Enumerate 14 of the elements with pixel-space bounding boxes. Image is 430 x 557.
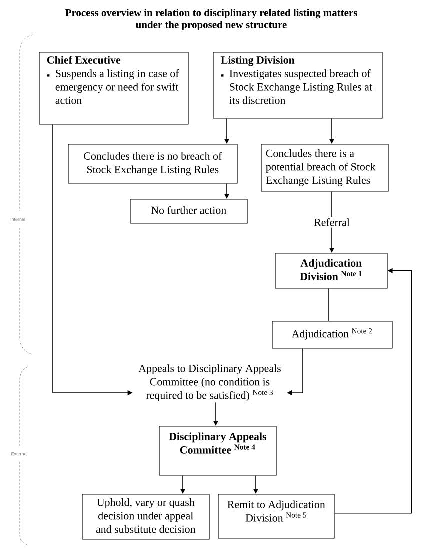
process-box: Remit to Adjudication Division $^{Note 5}$ xyxy=(218,494,335,539)
edge-label: Referral xyxy=(312,217,352,228)
title: Process overview in relation to disciplinary related listing matters under the proposed new structure xyxy=(66,9,358,31)
flow-text: Appeals to Disciplinary Appeals Committee (no condition is required to be satisfied) $^{Note 3}$ xyxy=(138,364,281,402)
connector-line xyxy=(328,288,330,322)
process-box: Listing Division Investigates suspected breach of Stock Exchange Listing Rules at its discretion xyxy=(213,52,383,119)
process-box: Adjudication Division $^{Note 1}$ xyxy=(275,253,388,289)
process-box: Concludes there is no breach of Stock Exchange Listing Rules xyxy=(68,144,238,184)
process-box: Uphold, vary or quash decision under appeal and substitute decision xyxy=(82,494,210,540)
process-box: Concludes there is a potential breach of Stock Exchange Listing Rules xyxy=(261,144,389,192)
process-box: Adjudication $^{Note 2}$ xyxy=(272,321,393,349)
process-box: No further action xyxy=(130,199,248,224)
process-box: Chief Executive Suspends a listing in case of emergency or need for swift action xyxy=(39,52,189,125)
process-box: Disciplinary Appeals Committee $^{Note 4}$ xyxy=(159,426,277,476)
